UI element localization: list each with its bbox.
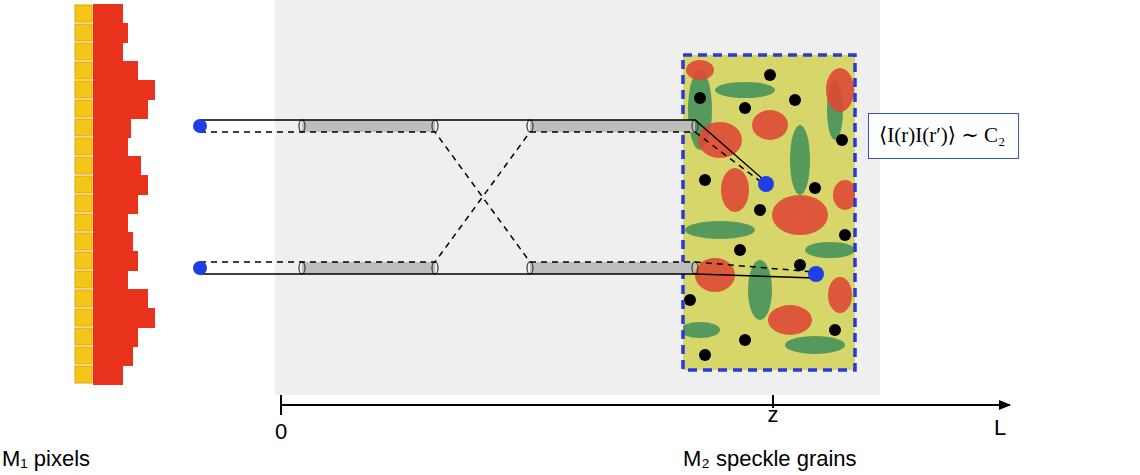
panel-caption: M₂ speckle grains <box>683 447 857 471</box>
axis-label: 0 <box>275 420 287 444</box>
formula-text: ⟨I(r)I(r′)⟩ ∼ C₂ <box>879 124 1008 147</box>
formula-callout: ⟨I(r)I(r′)⟩ ∼ C₂ <box>868 113 1019 159</box>
path-tubes <box>302 120 695 274</box>
axis-label: z <box>768 403 779 427</box>
tube-ends <box>299 120 698 274</box>
ray-paths <box>200 120 815 278</box>
axis <box>280 404 1010 406</box>
blue-dots <box>193 119 824 282</box>
speckle-pattern <box>683 55 855 370</box>
background-panel <box>275 0 880 395</box>
axis-label: L <box>994 416 1006 440</box>
pixel-column <box>75 4 155 385</box>
speckle-frame <box>683 55 855 370</box>
panel-caption: M₁ pixels <box>2 447 90 471</box>
axis-tick <box>280 395 282 415</box>
